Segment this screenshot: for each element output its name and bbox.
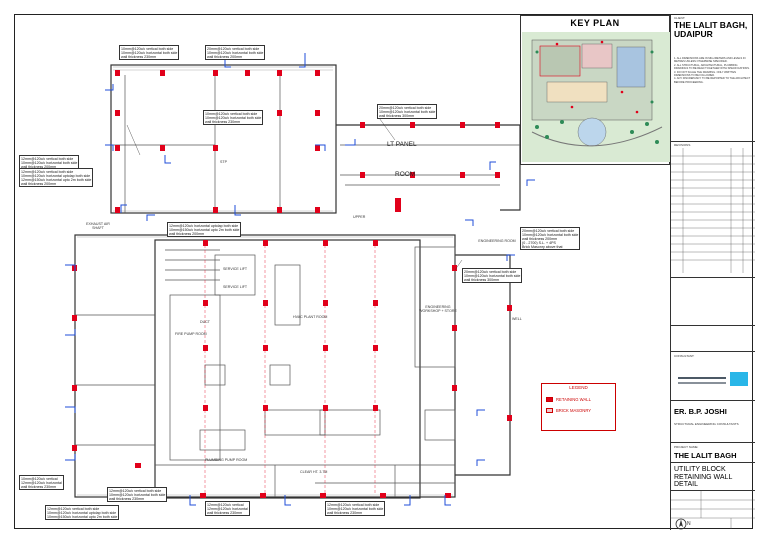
client-label: CLIENT: — [674, 16, 686, 20]
floor-plan-drawing — [65, 53, 535, 506]
drawing-info-table — [671, 491, 755, 529]
room-label-plumbing-pump: PLUMBING PUMP ROOM — [205, 458, 248, 462]
room-label-exhaust: EXHAUST AIR SHAFT — [86, 222, 110, 231]
key-plan-site-image — [522, 32, 670, 162]
room-label-well: WELL — [512, 317, 522, 321]
key-plan-title: KEY PLAN — [570, 18, 620, 28]
engineer-role: STRUCTURAL ENGINEERING CONSULTANTS — [674, 422, 739, 426]
project-short-name: THE LALIT BAGH — [674, 451, 737, 460]
key-plan: KEY PLAN — [520, 15, 670, 165]
hvac-zone-outline — [154, 239, 421, 499]
brick-masonry-swatch — [546, 408, 553, 413]
legend-title: LEGEND — [569, 385, 588, 390]
project-label: PROJECT NAME: — [674, 445, 699, 449]
stp-block-outline — [110, 64, 337, 214]
room-label-fire-pump: FIRE PUMP ROOM — [175, 332, 207, 336]
room-label-engineering: ENGINEERING ROOM — [478, 239, 516, 243]
retaining-wall-swatch — [546, 397, 553, 402]
legend-row-brick-masonry: BRICK MASONRY — [546, 408, 591, 413]
north-label: N — [687, 521, 691, 527]
room-label-stp: STP — [220, 160, 227, 164]
title-block: CLIENT: THE LALIT BAGH, UDAIPUR 1. ALL D… — [670, 15, 755, 530]
workshop-outline — [455, 254, 511, 476]
drawing-sheet: STP LT PANEL ROOM HVAC PLANT ROOM FIRE P… — [14, 14, 755, 530]
room-label-workshop: ENGINEERING WORKSHOP + STORE — [419, 305, 457, 314]
room-label-duct: DUCT — [200, 320, 210, 324]
drawing-title: UTILITY BLOCK RETAINING WALL DETAIL — [674, 466, 733, 488]
room-label-hvac: HVAC PLANT ROOM — [293, 315, 328, 319]
room-label-clear-height: CLEAR HT. 3.7M — [300, 470, 328, 474]
north-arrow-icon — [675, 518, 687, 530]
legend: LEGEND RETAINING WALL BRICK MASONRY — [541, 383, 616, 431]
room-label-upper: UPPER — [353, 215, 366, 219]
consultant-label: CONSULTANT: — [674, 354, 695, 358]
revisions-label: REVISIONS — [674, 143, 691, 147]
lt-panel-outline — [336, 124, 521, 211]
room-label-lt-panel: LT PANEL — [387, 141, 417, 148]
project-name: THE LALIT BAGH, UDAIPUR — [674, 20, 748, 39]
general-notes: 1. ALL DIMENSIONS ARE IN MILLIMETERS AND… — [674, 57, 751, 84]
room-label-lt-room: ROOM — [395, 171, 416, 178]
consultant-logo — [674, 372, 750, 387]
reinforcement-note-10: 12mm@120c/c horizontal uptolap both side… — [167, 222, 242, 238]
room-label-service-lift-1: SERVICE LIFT — [223, 267, 248, 271]
room-label-service-lift-2: SERVICE LIFT — [223, 285, 248, 289]
engineer-name: ER. B.P. JOSHI — [674, 407, 727, 416]
legend-row-retaining-wall: RETAINING WALL — [546, 397, 591, 402]
revisions-table — [671, 148, 755, 273]
